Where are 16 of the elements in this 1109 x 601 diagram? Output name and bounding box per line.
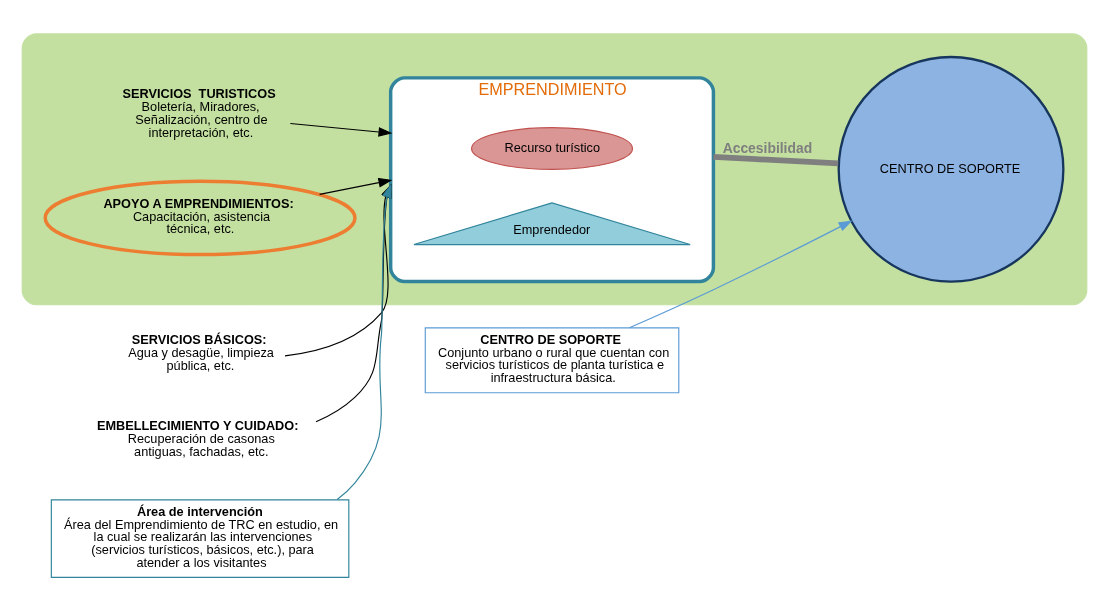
arrow xyxy=(284,183,392,356)
node-text: EMBELLECIMIENTO Y CUIDADO: Recuperación de casonas antiguas, fachadas, etc. xyxy=(97,417,299,459)
arrow xyxy=(319,177,393,195)
arrow xyxy=(628,219,853,328)
arrow xyxy=(336,183,392,500)
connector xyxy=(713,153,839,166)
node-text: SERVICIOS BÁSICOS: Agua y desagüe, limpieza pública, etc. xyxy=(128,331,274,373)
node-ellipse: APOYO A EMPRENDIMIENTOS: Capacitación, asistencia técnica, etc. xyxy=(43,179,357,256)
node-box: Área de intervención Área del Emprendimiento de TRC en estudio, en la cual se realizarán las intervenciones (servicios turísticos, básicos, etc.), para atender a los visitantes xyxy=(50,498,350,578)
node-ellipse: Recurso turístico xyxy=(470,126,634,170)
cluster xyxy=(21,32,1088,305)
node-text: SERVICIOS TURISTICOS Boletería, Miradores, Señalización, centro de interpretación, etc. xyxy=(122,85,276,140)
arrow xyxy=(289,122,393,137)
edge-label: Accesibilidad xyxy=(722,139,813,156)
arrow xyxy=(315,183,392,422)
node-box: CENTRO DE SOPORTE Conjunto urbano o rural que cuentan con servicios turísticos de planta turística e infraestructura básica. xyxy=(424,326,680,393)
